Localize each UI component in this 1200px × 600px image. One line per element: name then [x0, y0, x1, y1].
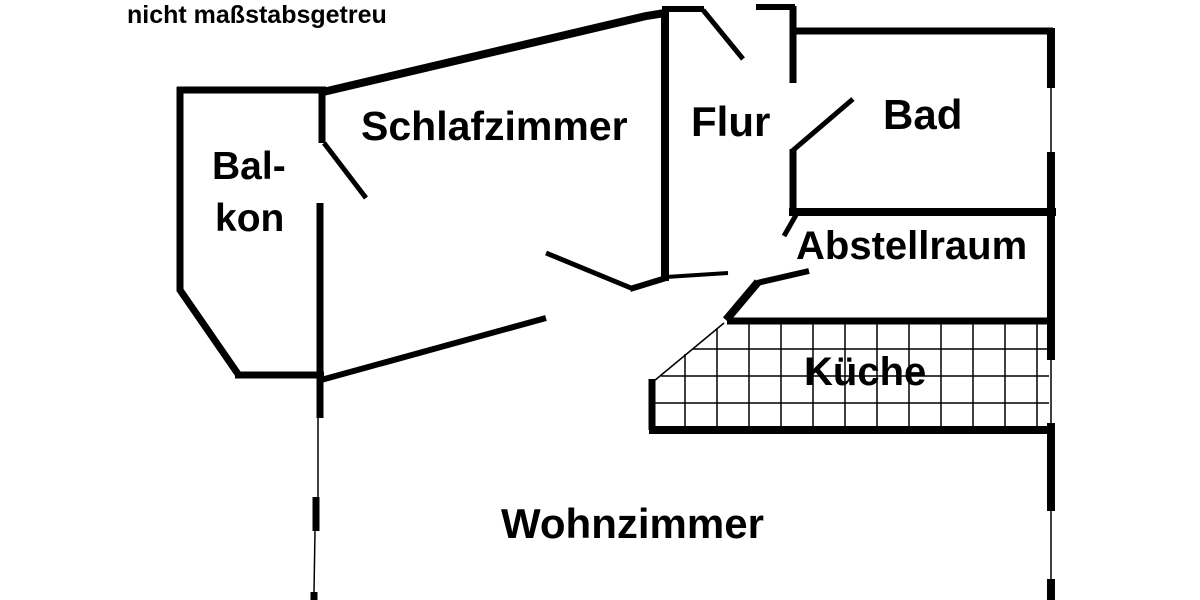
wall-flur-bottom [665, 271, 729, 279]
wall-schlafzimmer-bottom-right [629, 275, 667, 292]
kueche-left-slant [653, 322, 725, 382]
wall-schlafzimmer-top [322, 9, 666, 96]
room-label-kueche: Küche [804, 350, 927, 394]
room-label-wohnzimmer: Wohnzimmer [501, 500, 764, 547]
abstellraum-door-mark [781, 213, 799, 238]
window-wohnzimmer-left-thin [313, 418, 319, 593]
wall-wohnzimmer-left-thick [310, 203, 324, 600]
room-label-balkon-line2: kon [215, 197, 285, 240]
room-label-bad: Bad [883, 91, 963, 138]
wall-diagonal-shallow [756, 268, 810, 286]
wall-schlafzimmer-bottom [320, 315, 547, 383]
bad-door-leaf [789, 97, 855, 154]
schlafzimmer-door-leaf [545, 250, 632, 291]
note-not-to-scale: nicht maßstabsgetreu [127, 1, 387, 29]
kueche-grid-horizontals [653, 348, 1049, 404]
wall-balkon-outline [176, 86, 326, 379]
room-label-balkon-line1: Bal- [212, 145, 286, 188]
balkon-door-leaf [322, 141, 368, 200]
entry-door-leaf [701, 8, 745, 61]
room-label-abstellraum: Abstellraum [796, 224, 1028, 268]
room-label-flur: Flur [691, 98, 771, 145]
room-label-schlafzimmer: Schlafzimmer [361, 103, 628, 149]
wall-diagonal-steep [722, 279, 762, 323]
